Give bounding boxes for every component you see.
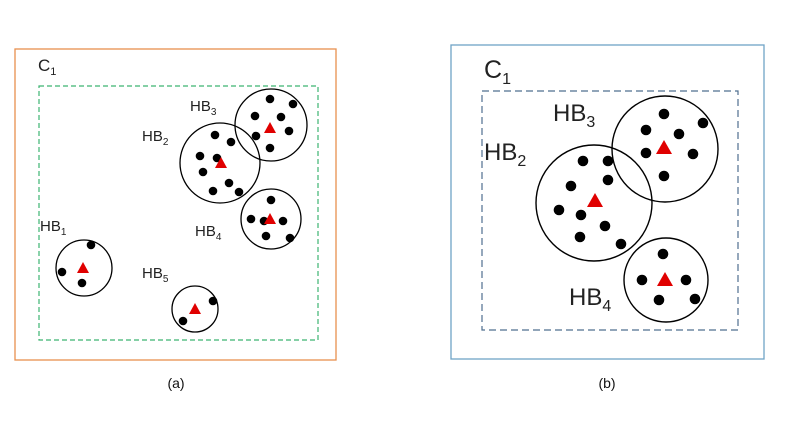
data-point [640,124,652,136]
panel-b-hyperball-2 [535,144,653,262]
panel-a-hyperball-1 [55,239,113,297]
panel-b-caption: (b) [598,375,615,391]
data-point [657,248,669,260]
data-point [251,131,261,141]
data-point [261,231,271,241]
data-point [265,94,275,104]
data-point [575,209,587,221]
data-point [178,316,188,326]
center-marker [587,193,603,207]
data-point [687,148,699,160]
data-point [265,143,275,153]
data-point [615,238,627,250]
center-marker [264,213,276,224]
panel-b-hyperball-3 [611,95,719,203]
data-point [288,99,298,109]
data-point [680,274,692,286]
panel-a-hb4-label: HB4 [195,223,222,243]
hyperball-boundary [179,122,261,204]
data-point [234,187,244,197]
data-point [658,170,670,182]
data-point [208,186,218,196]
data-point [208,296,218,306]
data-point [553,204,565,216]
data-point [599,220,611,232]
center-marker [264,122,276,133]
hyperball-boundary [240,188,302,250]
panel-a-hb2-label: HB2 [142,128,169,148]
data-point [278,216,288,226]
data-point [658,108,670,120]
data-point [602,155,614,167]
panel-a-hb1-label: HB1 [40,218,67,238]
data-point [276,112,286,122]
panel-a-hyperball-2 [179,122,261,204]
data-point [210,130,220,140]
data-point [246,214,256,224]
panel-a-hb3-label: HB3 [190,98,217,118]
panel-b-outer-border [450,44,765,360]
data-point [697,117,709,129]
data-point [689,293,701,305]
panel-a-hb5-label: HB5 [142,265,169,285]
hyperball-boundary [535,144,653,262]
data-point [86,240,96,250]
panel-b: C1 HB2 HB3 [450,44,765,391]
data-point [250,111,260,121]
data-point [602,174,614,186]
data-point [285,233,295,243]
data-point [636,274,648,286]
data-point [565,180,577,192]
data-point [77,278,87,288]
panel-b-hb3-label: HB3 [553,100,595,131]
data-point [226,137,236,147]
data-point [577,155,589,167]
hyperball-boundary [55,239,113,297]
data-point [224,178,234,188]
panel-a-hyperball-4 [240,188,302,250]
panel-b-hb2-label: HB2 [484,139,526,170]
panel-a-hyperball-3 [234,88,308,162]
panel-a: C1 HB1 HB2 [14,48,337,391]
panel-b-cluster-label: C1 [484,56,511,88]
hyperball-boundary [234,88,308,162]
panel-a-hyperball-5 [171,285,219,333]
panel-b-hyperball-4 [623,237,709,323]
center-marker [77,262,89,273]
hyperball-boundary [171,285,219,333]
data-point [212,153,222,163]
panel-b-hb4-label: HB4 [569,284,611,315]
data-point [673,128,685,140]
hyperball-boundary [611,95,719,203]
data-point [195,151,205,161]
center-marker [657,272,673,286]
data-point [266,195,276,205]
panel-a-inner-region [38,85,319,341]
center-marker [215,157,227,168]
data-point [653,294,665,306]
panel-a-cluster-label: C1 [38,56,56,78]
data-point [284,126,294,136]
data-point [574,231,586,243]
center-marker [656,140,672,154]
hyperball-boundary [623,237,709,323]
data-point [198,167,208,177]
panel-a-caption: (a) [167,375,184,391]
panel-b-inner-region [481,90,739,331]
center-marker [189,303,201,314]
data-point [640,147,652,159]
data-point [57,267,67,277]
panel-a-outer-border [14,48,337,361]
